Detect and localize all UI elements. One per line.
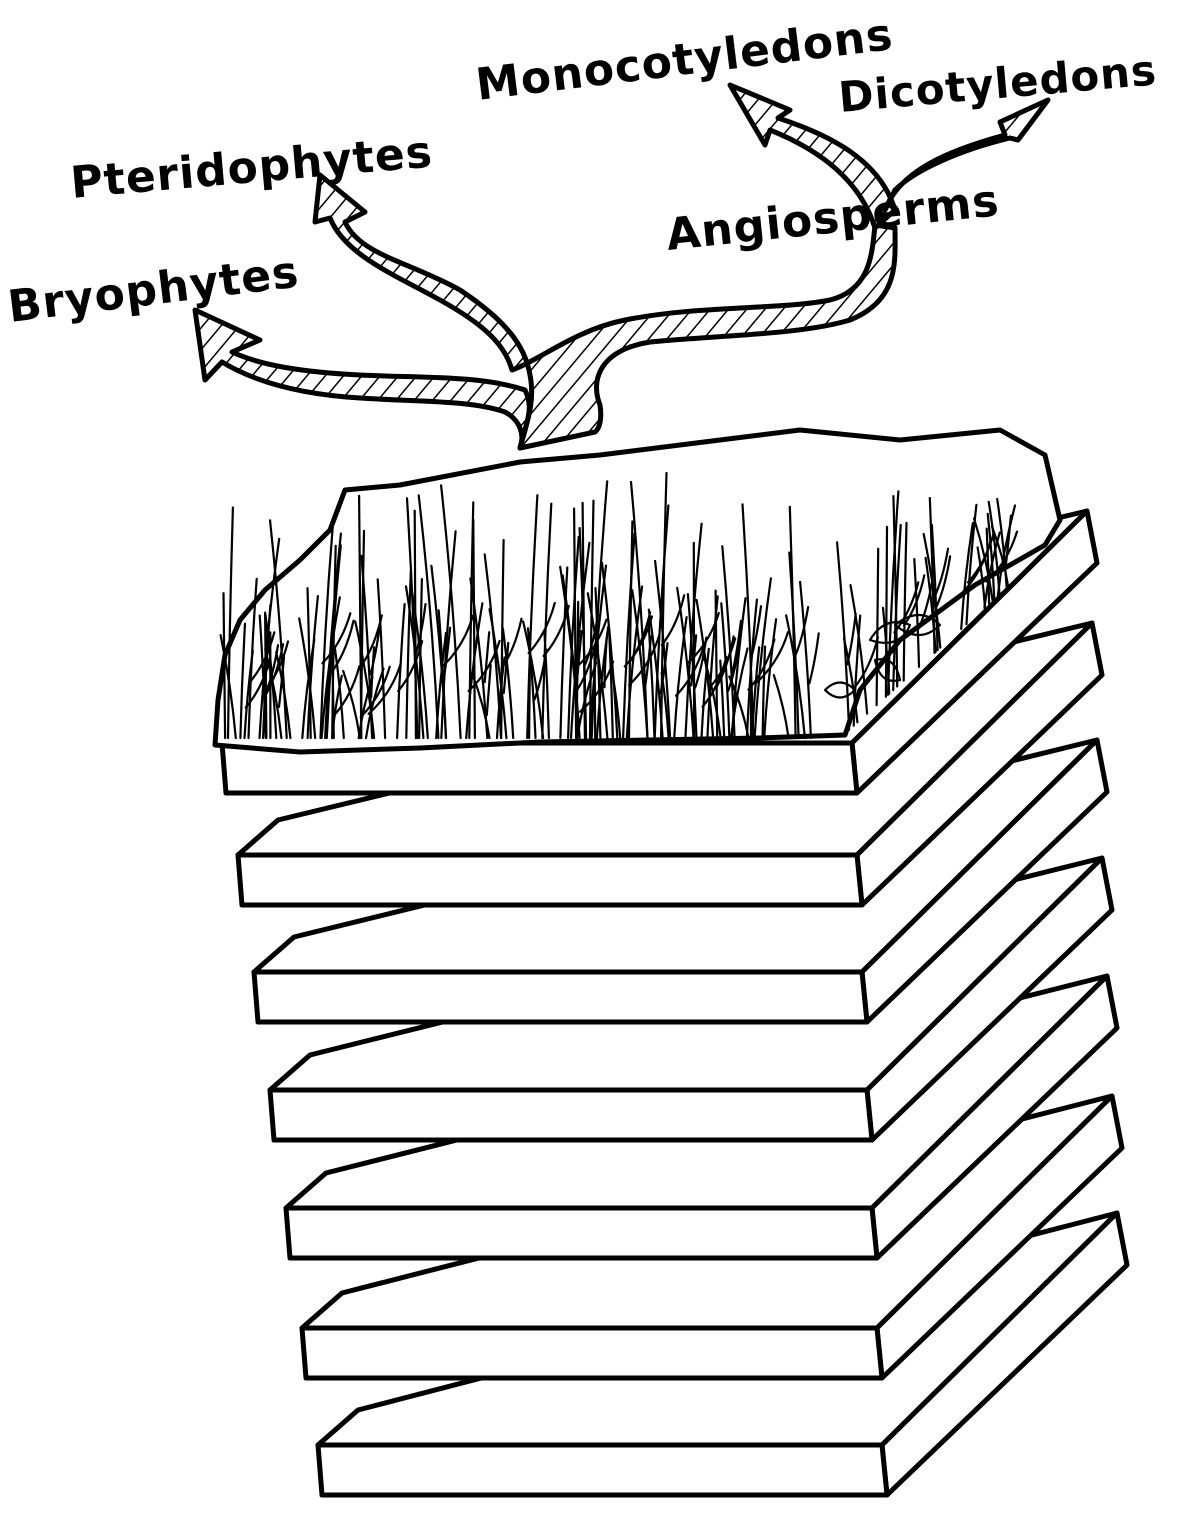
label-bryophytes: Bryophytes <box>5 247 302 333</box>
label-pteridophytes: Pteridophytes <box>69 126 435 208</box>
trunk-arrow-branch <box>195 310 529 448</box>
label-monocotyledons: Monocotyledons <box>473 9 896 111</box>
grass-blade <box>595 646 596 738</box>
grass-blade <box>529 660 530 738</box>
label-angiosperms: Angiosperms <box>664 175 1002 261</box>
grass-blade <box>886 527 887 697</box>
